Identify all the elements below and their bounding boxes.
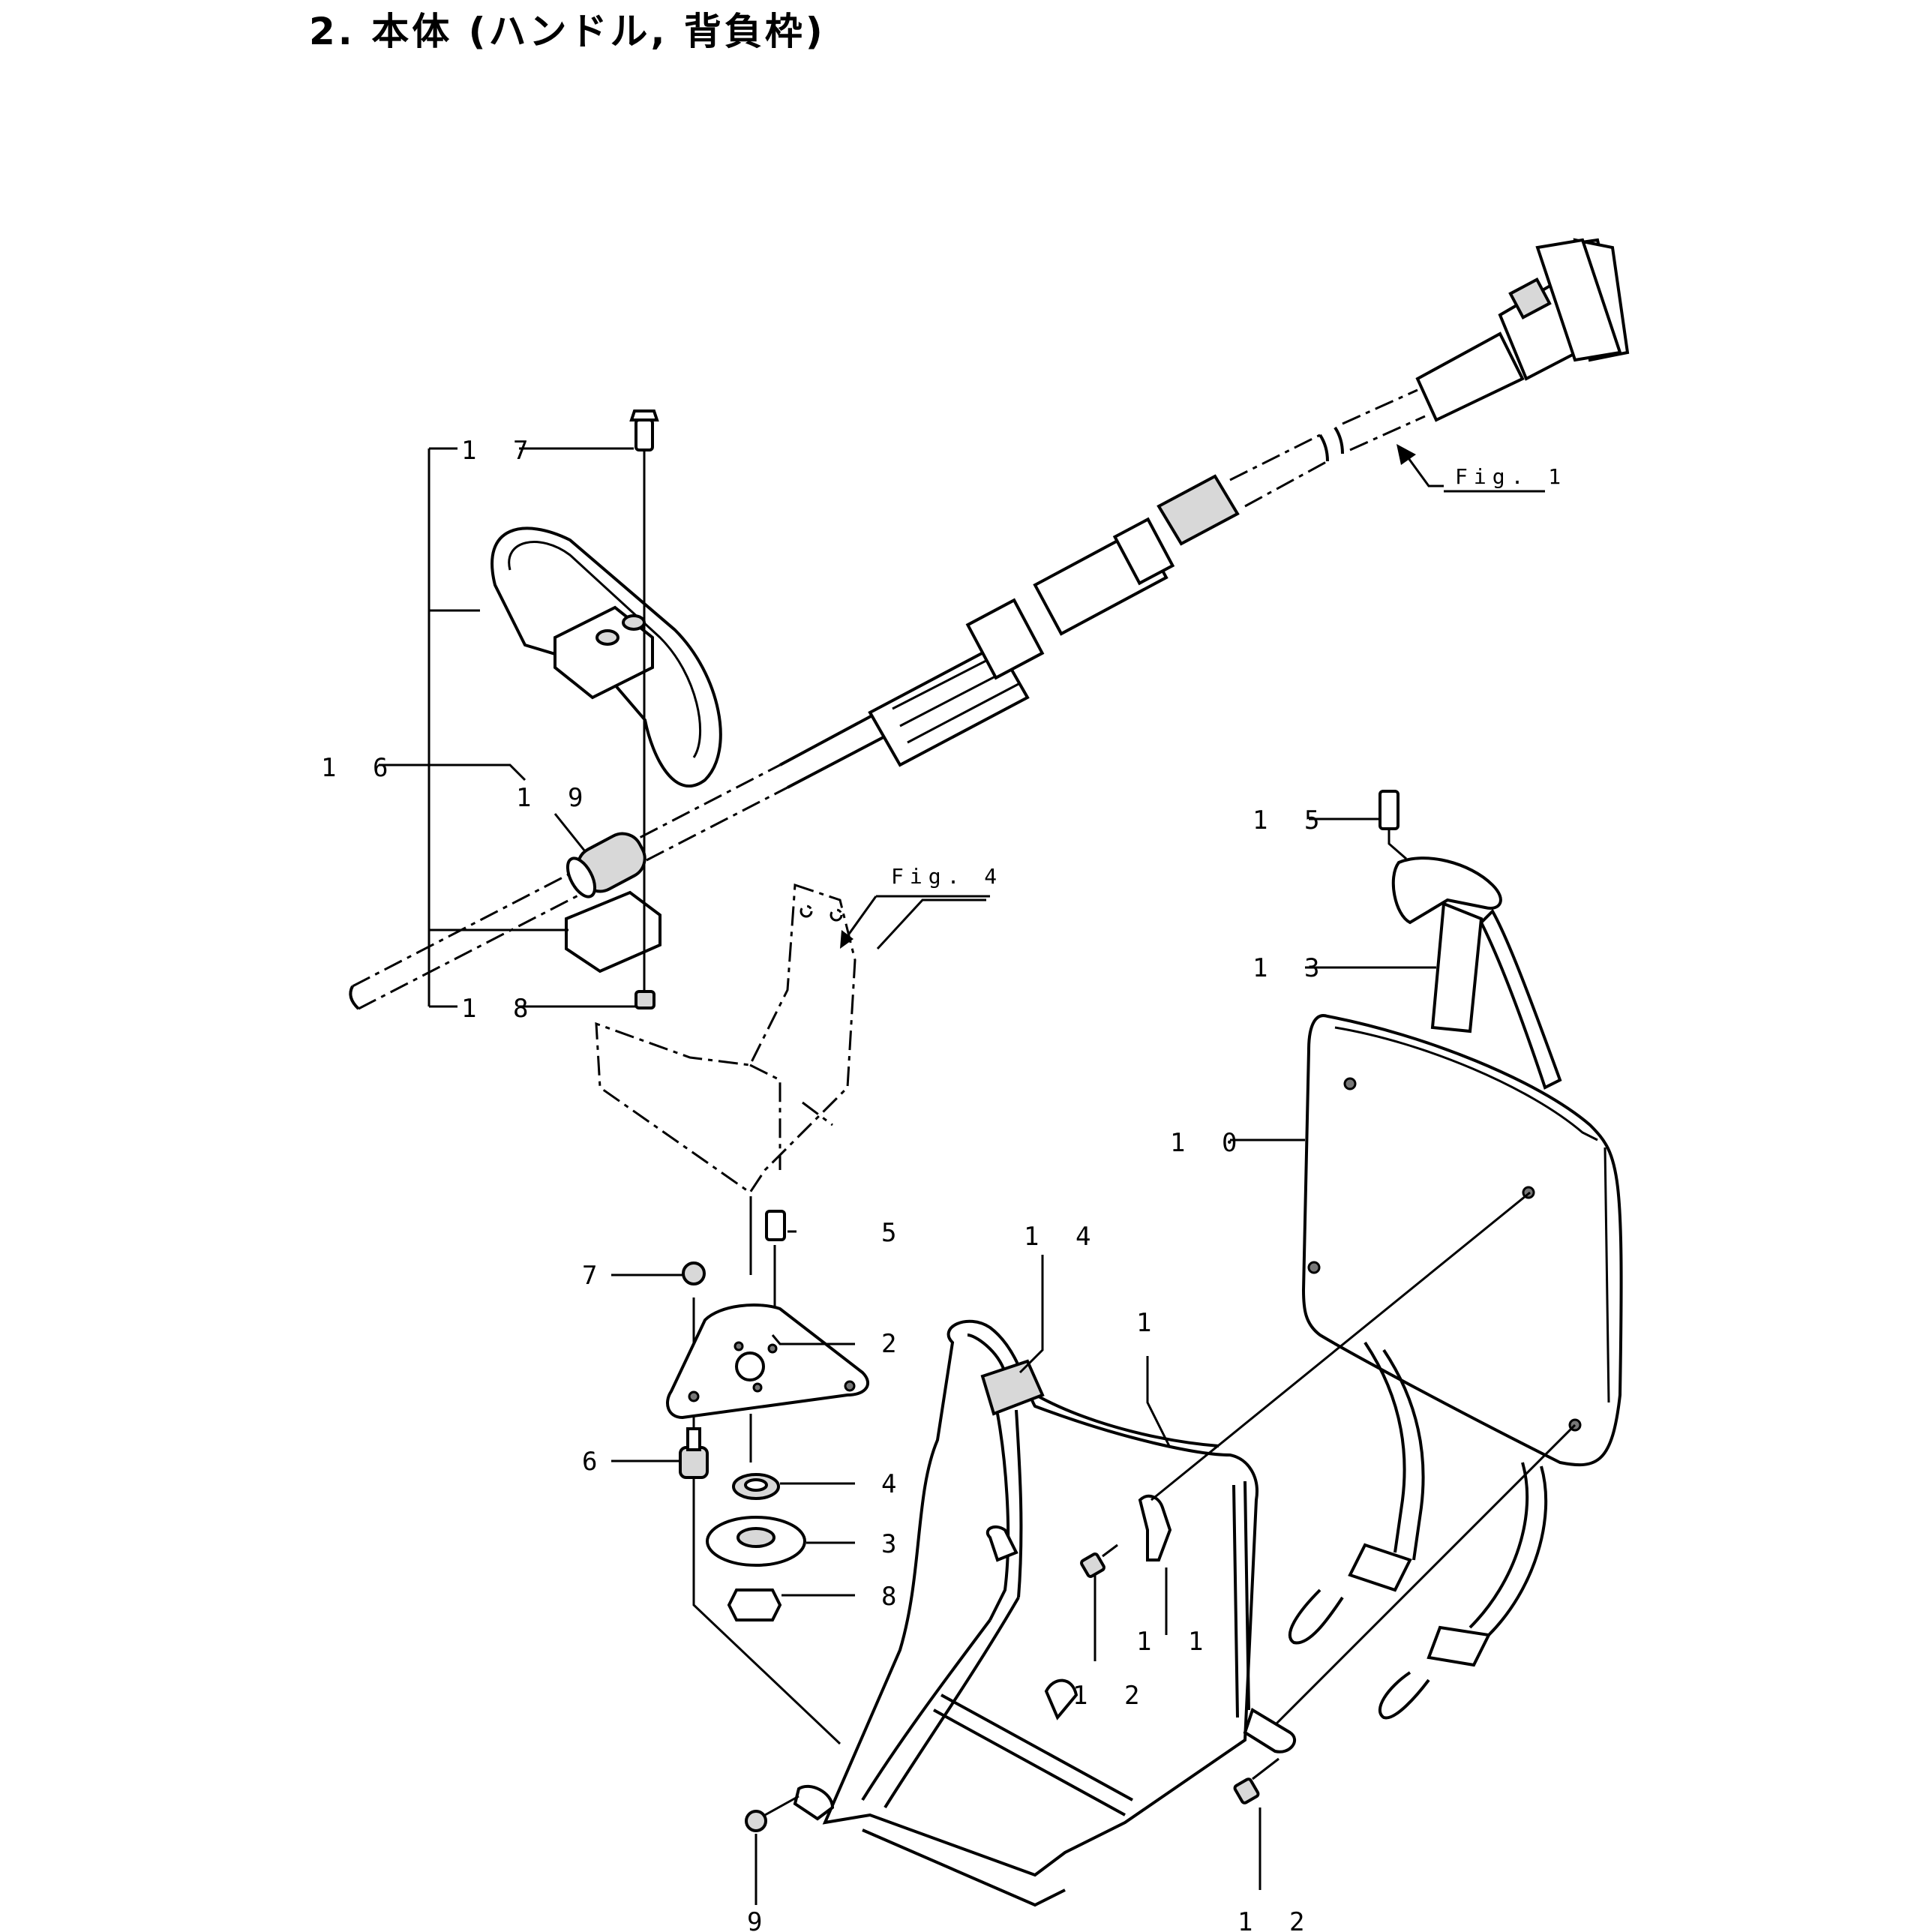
callout-18: 1 8 [461, 994, 538, 1024]
drive-shaft-assembly [349, 238, 1630, 1010]
callout-17: 1 7 [461, 436, 538, 466]
callout-2: 2 [881, 1329, 907, 1359]
callout-4: 4 [881, 1469, 907, 1499]
callout-leaders [611, 449, 1545, 1905]
callout-9: 9 [747, 1907, 772, 1932]
callout-13: 1 3 [1252, 953, 1330, 983]
callout-1: 1 [1136, 1308, 1162, 1338]
figure-ref-1: Fig. 1 [1455, 464, 1567, 489]
callout-6: 6 [582, 1447, 608, 1477]
back-frame [745, 1319, 1297, 1907]
assembly-lines [1150, 1191, 1576, 1726]
callout-11: 1 1 [1136, 1627, 1214, 1657]
engine-mount-phantom [595, 883, 856, 1195]
callout-5: 5 [881, 1218, 907, 1248]
callout-8: 8 [881, 1582, 907, 1612]
back-pad-and-straps [1288, 790, 1623, 1720]
callout-12-upper: 1 2 [1072, 1681, 1150, 1711]
loop-handle-assembly [490, 410, 722, 1010]
figure-ref-4: Fig. 4 [891, 864, 1003, 889]
callout-7: 7 [582, 1261, 608, 1291]
callout-12-lower: 1 2 [1238, 1907, 1315, 1932]
callout-19: 1 9 [516, 783, 593, 813]
callout-10: 1 0 [1170, 1128, 1247, 1158]
callout-labels: 1 2 3 4 5 6 7 8 9 1 0 1 1 1 2 1 2 1 3 1 … [321, 436, 1567, 1932]
callout-3: 3 [881, 1529, 907, 1559]
callout-16: 1 6 [321, 753, 398, 783]
callout-15: 1 5 [1252, 806, 1330, 836]
figure-ref-arrows [840, 444, 1416, 949]
mount-plate-parts [666, 1196, 870, 1745]
handle-callout-bracket [379, 447, 636, 1008]
page-title: 2. 本体 (ハンドル, 背負枠) [309, 10, 826, 53]
callout-14: 1 4 [1024, 1222, 1101, 1252]
